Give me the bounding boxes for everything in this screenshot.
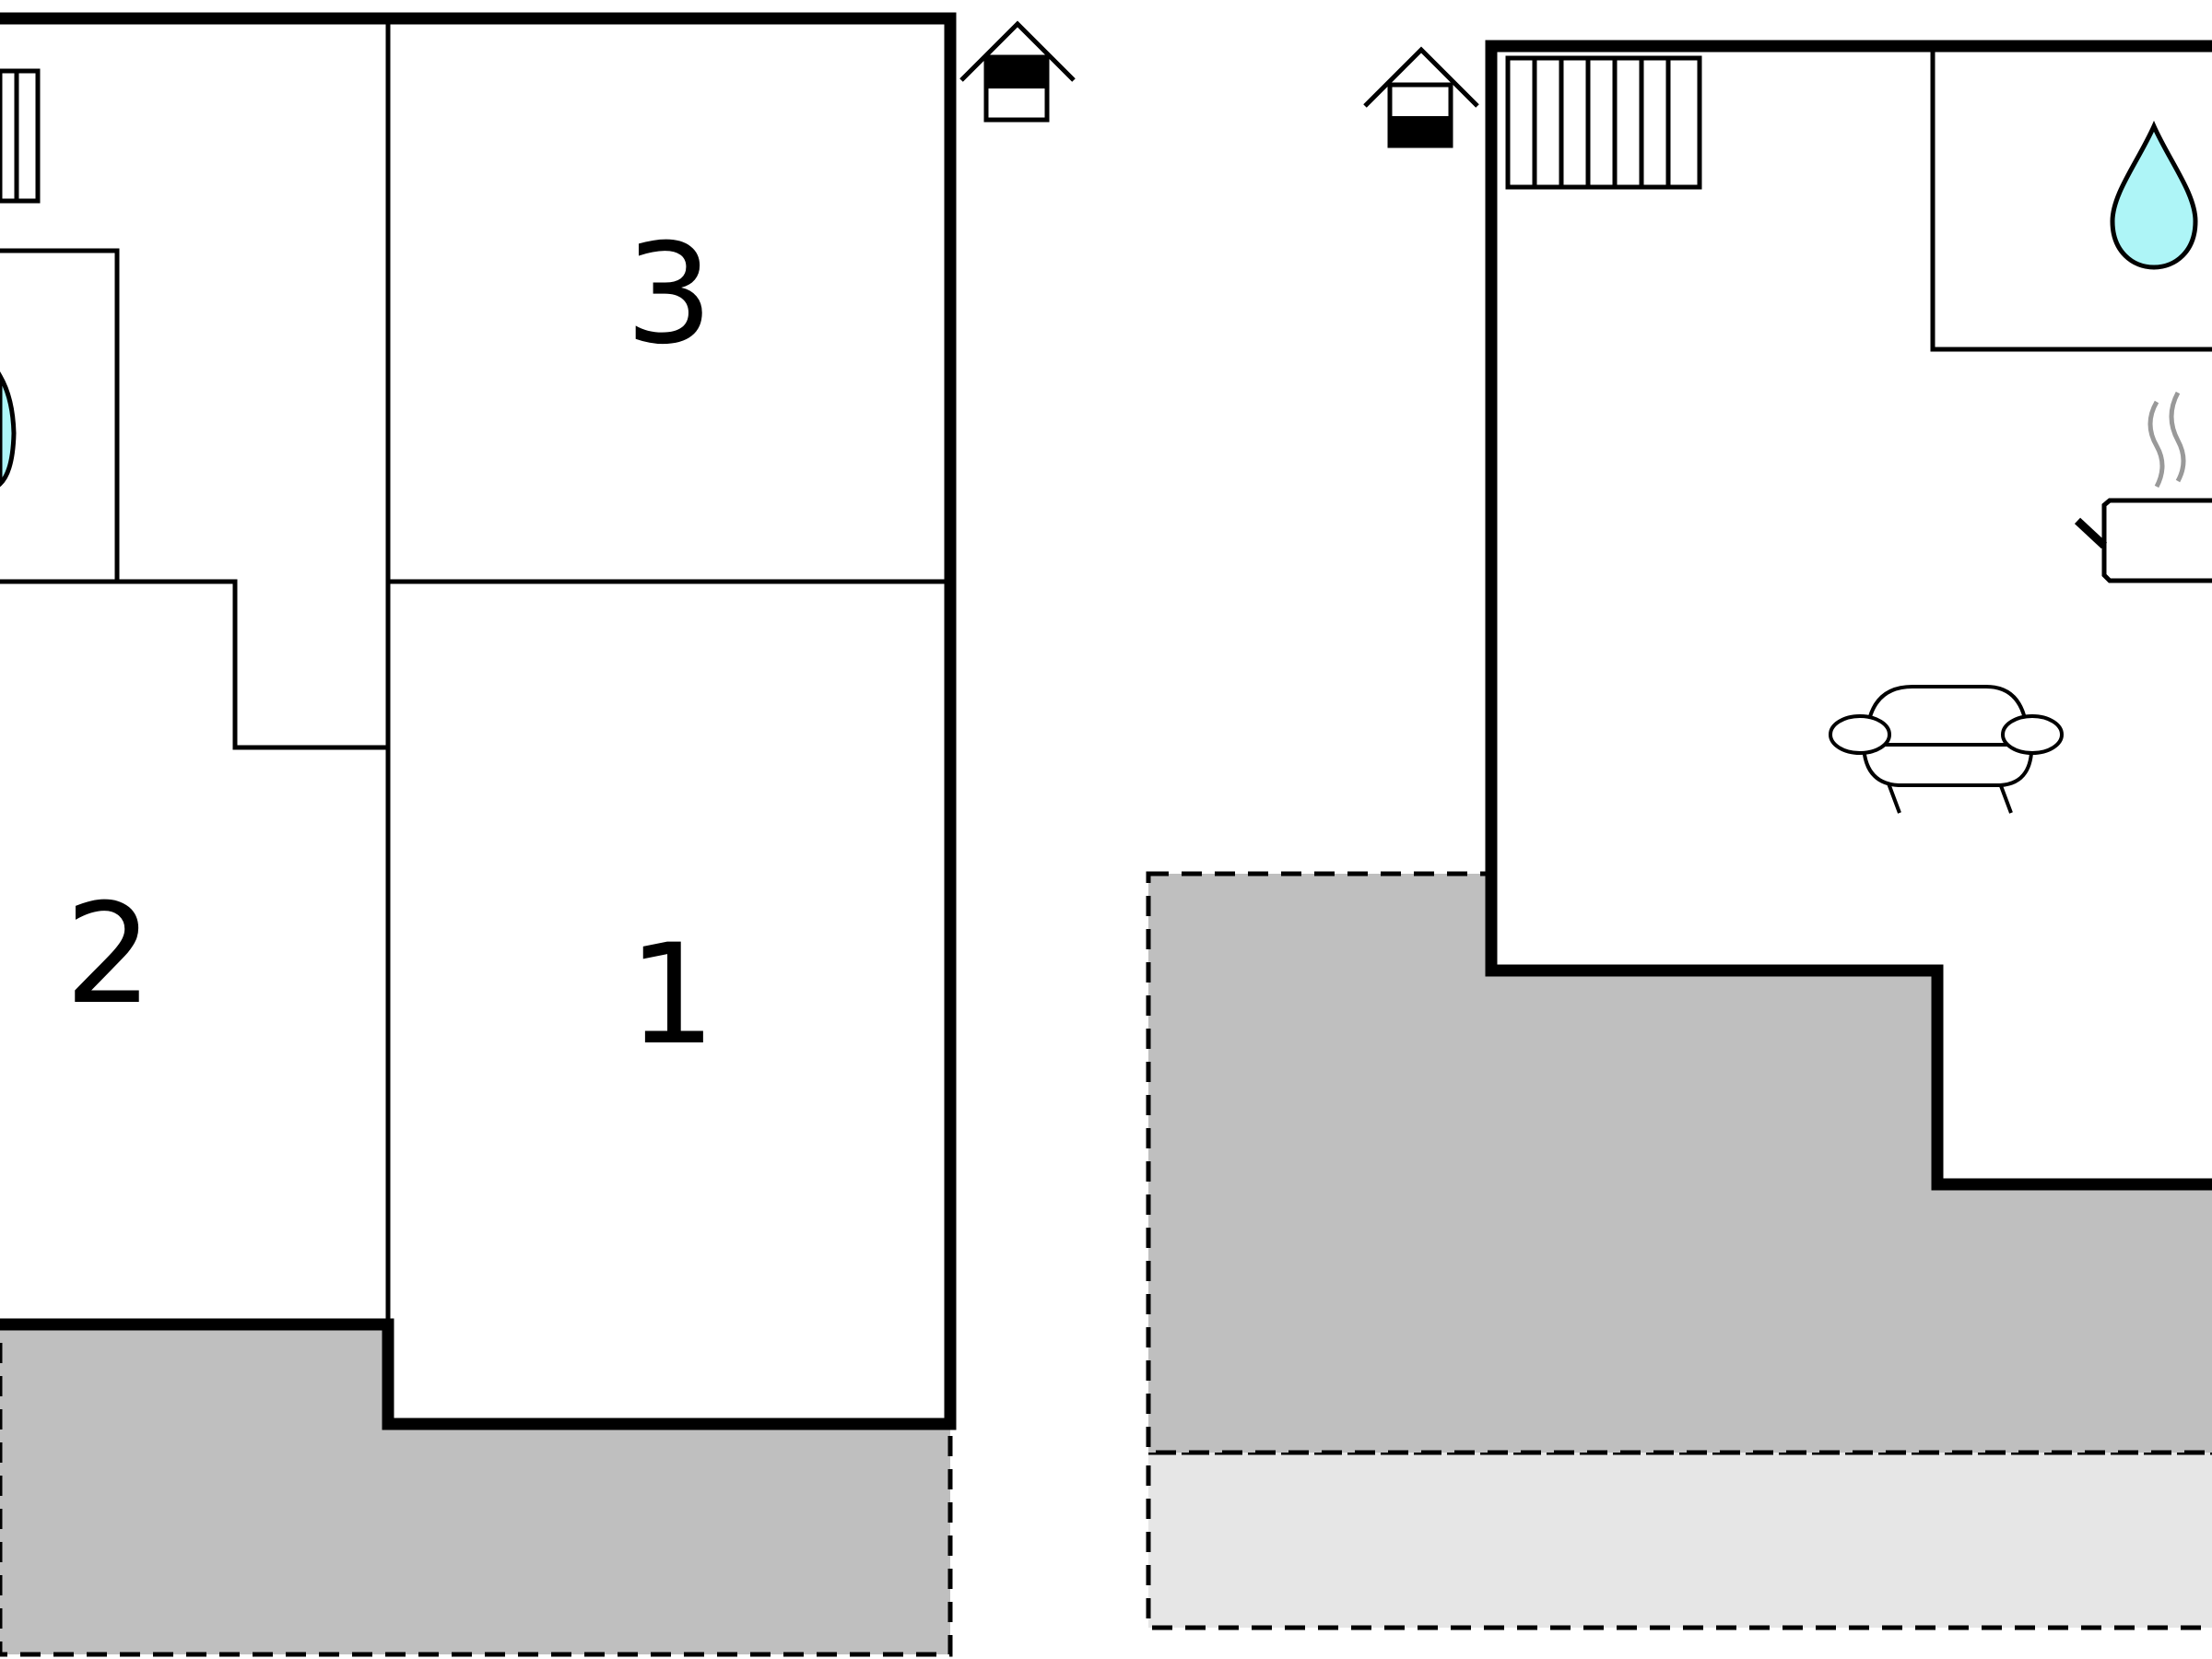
right-exterior-walls xyxy=(1485,40,2212,1191)
entrance-house-icon xyxy=(1363,46,1479,148)
room-label-3: 3 xyxy=(625,215,712,375)
kitchen-pot-icon xyxy=(2074,391,2212,583)
staircase-icon xyxy=(0,68,41,204)
right-terrace-light xyxy=(1146,1450,2212,1630)
room-label-1: 1 xyxy=(628,915,715,1076)
left-terrace xyxy=(0,1322,953,1657)
water-drop-icon xyxy=(0,371,17,488)
right-floor-plan xyxy=(1146,40,2212,1630)
left-interior-walls xyxy=(0,20,950,1324)
left-floor-plan: 3 2 1 xyxy=(0,12,1076,1657)
staircase-icon xyxy=(1505,55,1702,190)
water-drop-icon xyxy=(2110,120,2198,270)
entrance-house-icon xyxy=(959,20,1076,123)
room-label-2: 2 xyxy=(65,875,152,1035)
left-exterior-walls xyxy=(0,12,957,1430)
right-terrace xyxy=(1146,871,2212,1455)
armchair-icon xyxy=(1829,685,2064,814)
right-interior-walls xyxy=(1930,48,2212,352)
